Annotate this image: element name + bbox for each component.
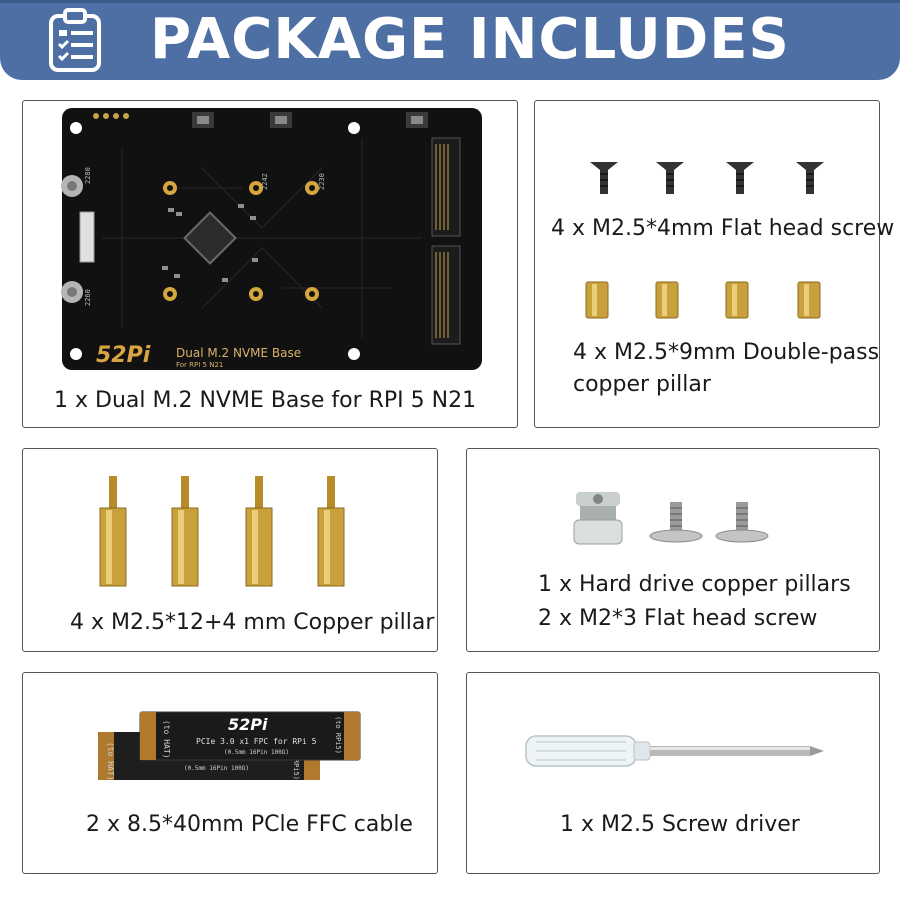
card-screwdriver	[466, 672, 880, 874]
caption-m2-flat-head-screw: 2 x M2*3 Flat head screw	[538, 606, 818, 631]
screwdriver-image	[525, 735, 824, 767]
card-screws-pillars	[534, 100, 880, 428]
silk-label-2242: 2242	[261, 173, 269, 190]
caption-copper-pillar: 4 x M2.5*12+4 mm Copper pillar	[70, 610, 435, 635]
card-hard-drive-parts	[466, 448, 880, 652]
caption-flat-head-screw: 4 x M2.5*4mm Flat head screw	[551, 216, 895, 241]
caption-nvme-base: 1 x Dual M.2 NVME Base for RPI 5 N21	[54, 388, 477, 413]
card-copper-pillar	[22, 448, 438, 652]
ffc-brand-logo: 52Pi	[228, 715, 268, 734]
ffc-right-tag: (to RPi5)	[334, 716, 342, 754]
ffc-back-right-tag: (to RPi5)	[292, 742, 300, 780]
ffc-title: PCIe 3.0 x1 FPC for RPi 5	[196, 737, 317, 746]
caption-double-pass-pillar-line1: 4 x M2.5*9mm Double-pass	[573, 340, 880, 365]
silk-label-2280: 2280	[84, 167, 92, 184]
ffc-back-spec: (0.5mm 16Pin 100Ω)	[184, 765, 249, 772]
caption-double-pass-pillar-line2: copper pillar	[573, 372, 711, 397]
board-subtitle: For RPI 5 N21	[176, 361, 223, 369]
double-pass-pillar-image	[585, 281, 821, 319]
flat-head-screw-image	[590, 162, 824, 194]
nvme-base-board-image: 2280 2242 2230 2260 52Pi Dual M.2 NVME B…	[61, 108, 482, 370]
caption-screwdriver: 1 x M2.5 Screw driver	[560, 812, 800, 837]
ffc-left-tag: (to HAT)	[162, 720, 171, 759]
copper-pillar-image	[99, 476, 345, 587]
page-title: PACKAGE INCLUDES	[150, 7, 790, 72]
silk-label-2260: 2260	[84, 289, 92, 306]
header-banner: PACKAGE INCLUDES	[0, 0, 900, 80]
caption-hard-drive-pillars: 1 x Hard drive copper pillars	[538, 572, 851, 597]
clipboard-checklist-icon	[49, 8, 101, 72]
hard-drive-pillar-image	[573, 492, 769, 545]
caption-ffc-cable: 2 x 8.5*40mm PCle FFC cable	[86, 812, 413, 837]
silk-label-2230: 2230	[318, 173, 326, 190]
ffc-spec: (0.5mm 16Pin 100Ω)	[224, 749, 289, 756]
board-brand-logo: 52Pi	[96, 343, 151, 368]
ffc-back-left-tag: (to HAT)	[106, 742, 115, 781]
board-title: Dual M.2 NVME Base	[176, 346, 301, 360]
ffc-cable-image: (to HAT) (0.5mm 16Pin 100Ω) (to RPi5) 52…	[98, 711, 361, 781]
